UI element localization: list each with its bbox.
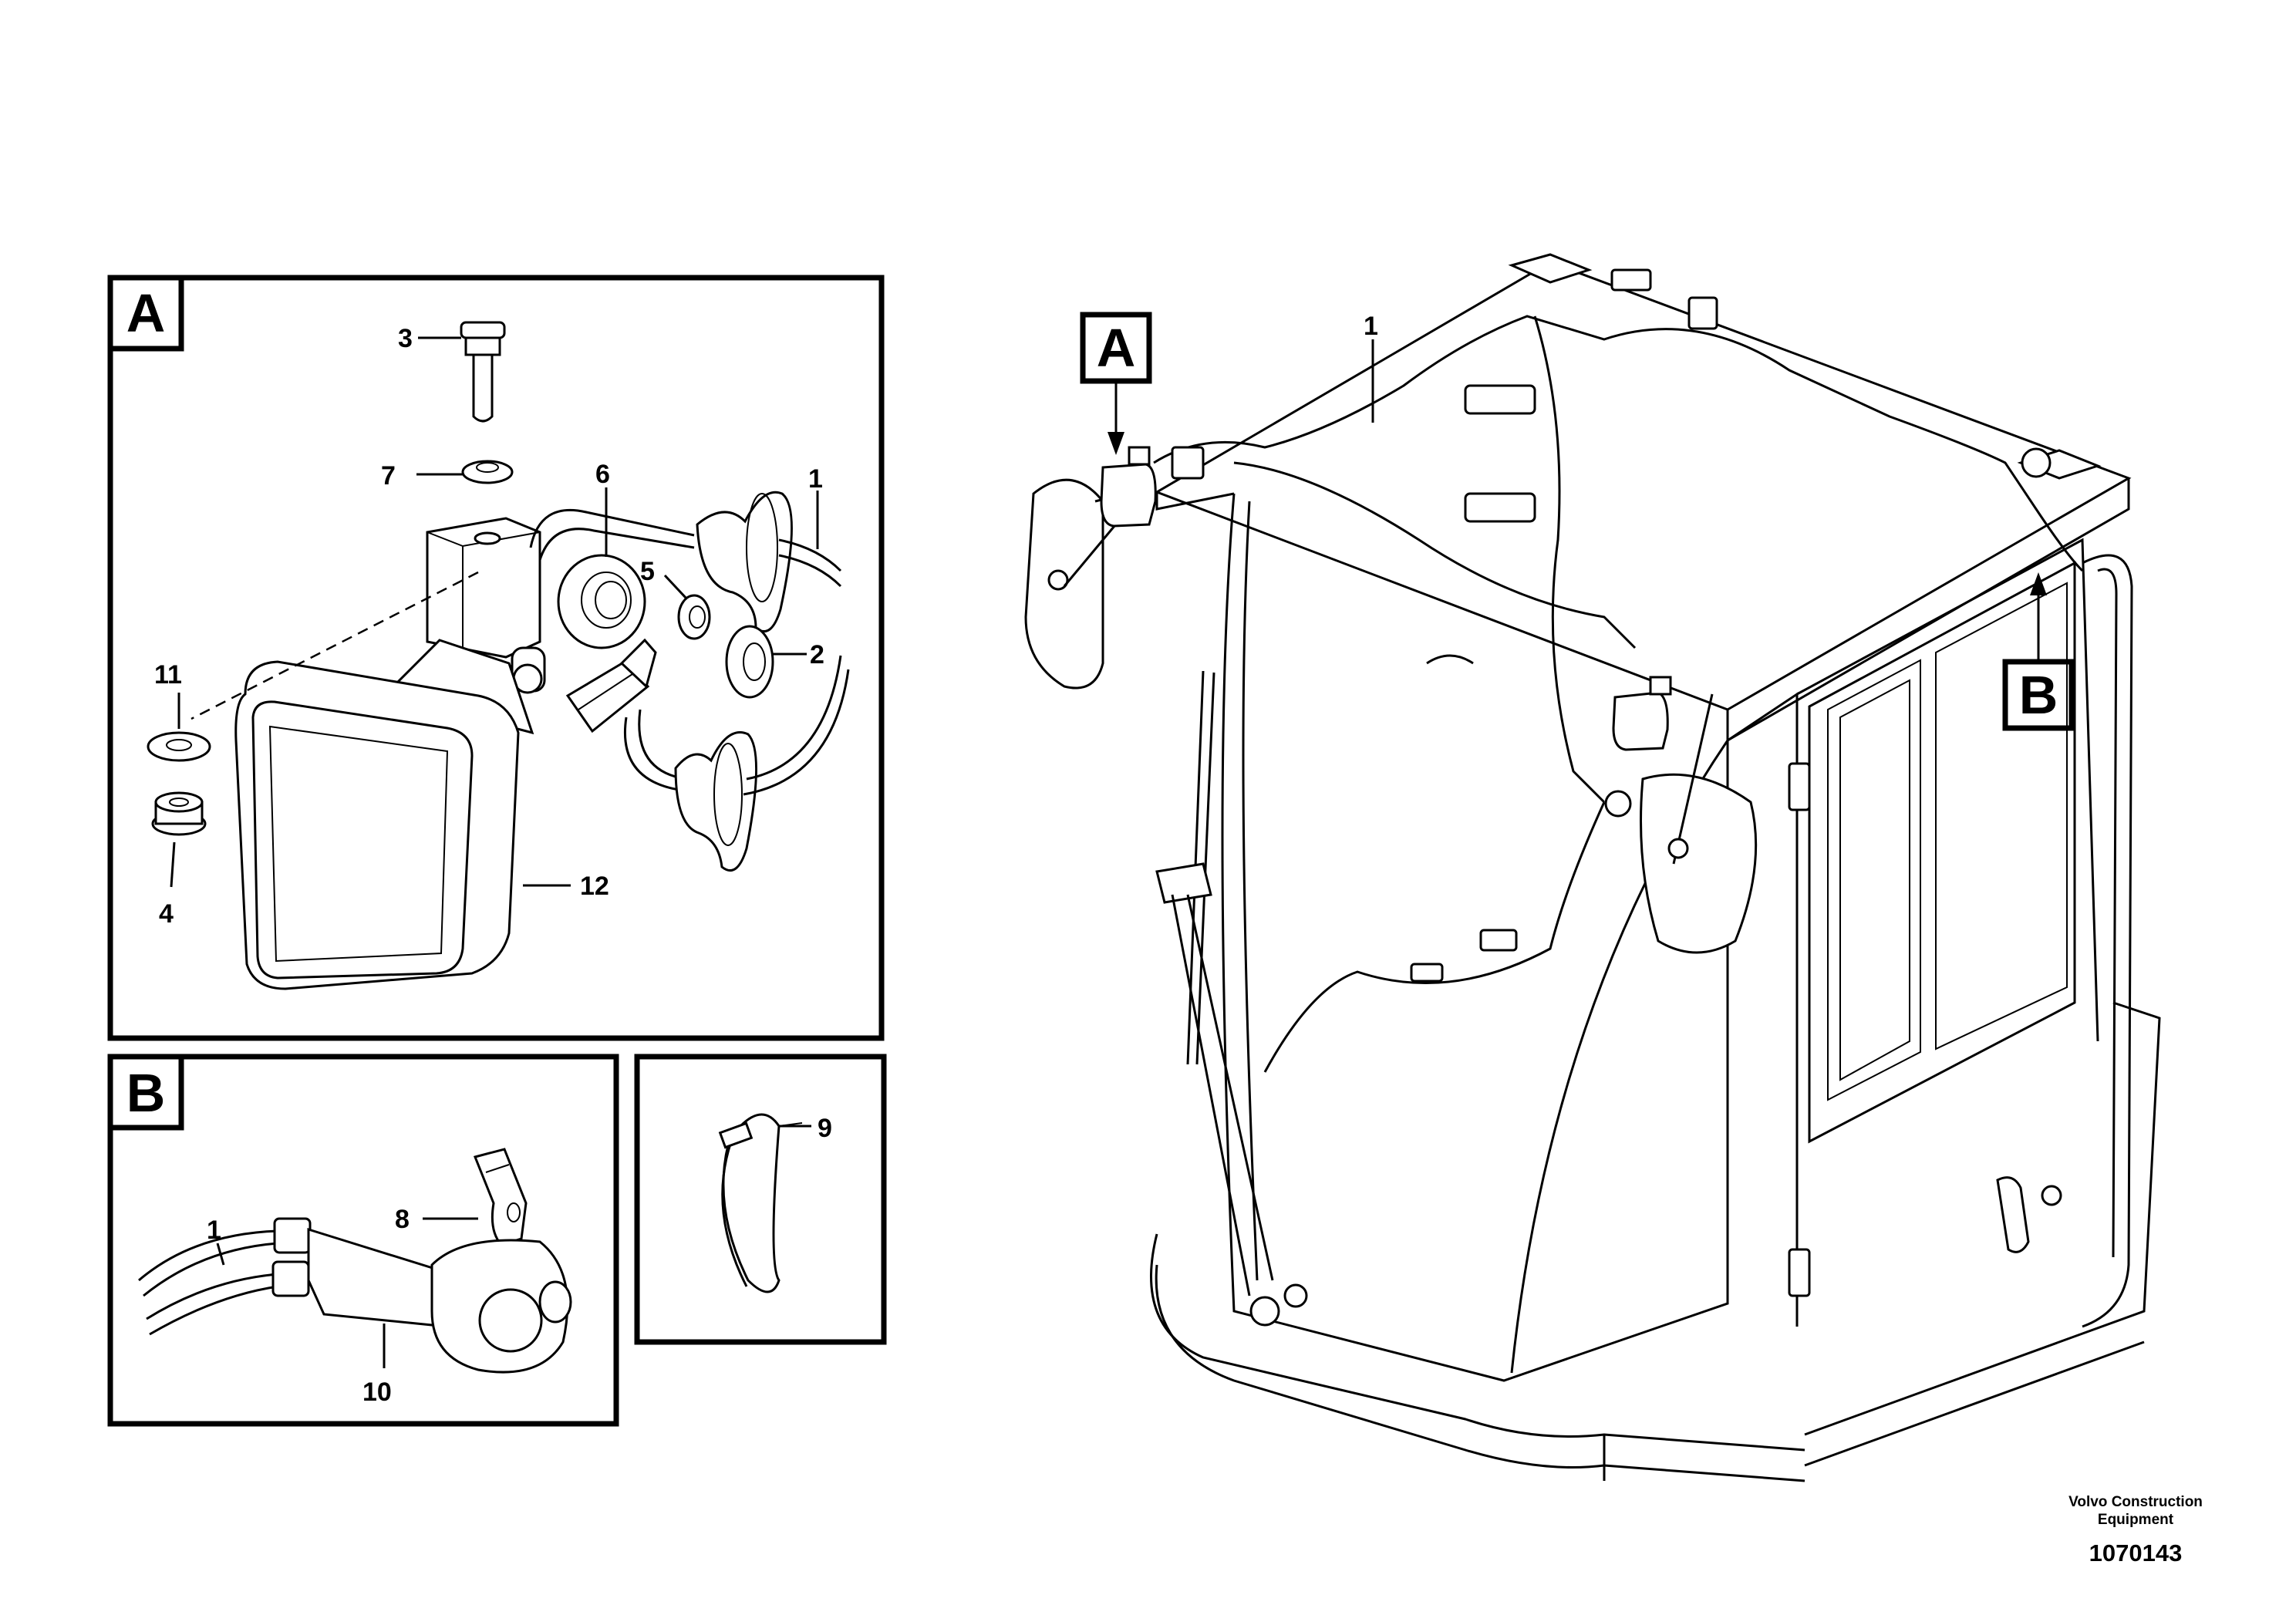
callout-1b: 1 <box>207 1216 221 1245</box>
panel-b-tag: B <box>126 1063 166 1123</box>
callout-10: 10 <box>362 1378 392 1407</box>
windshield <box>1221 493 1729 1382</box>
detail-panel-c: 9 <box>634 1054 887 1345</box>
grommet-ring <box>557 554 646 649</box>
callout-overview-1: 1 <box>1364 312 1378 341</box>
panel-c-frame <box>634 1054 887 1345</box>
callout-12: 12 <box>580 872 609 901</box>
work-lamp <box>234 639 534 990</box>
panel-b-frame <box>107 1054 619 1427</box>
cab-overview: 1 A B <box>1024 253 2161 1482</box>
publisher-credit: Volvo Construction Equipment 1070143 <box>2035 1493 2236 1567</box>
callout-3: 3 <box>398 324 413 353</box>
left-work-lamp <box>1100 446 1157 528</box>
detail-panel-b: B 8 1 10 <box>107 1054 619 1427</box>
view-a-arrow <box>1108 432 1124 455</box>
door-switch <box>271 1217 572 1374</box>
publisher-line-1: Volvo Construction <box>2068 1494 2203 1510</box>
retaining-clip <box>473 1148 528 1246</box>
drawing-number: 1070143 <box>2089 1539 2183 1566</box>
panel-a-tag: A <box>126 283 166 343</box>
wiper-assembly <box>1155 670 1308 1327</box>
cab-base <box>1150 1233 1805 1452</box>
view-b-tag: B <box>2019 665 2058 725</box>
wiring-harness <box>1153 296 2084 1073</box>
door-window <box>1827 659 1921 1101</box>
view-b-arrow <box>2030 572 2047 595</box>
callout-9: 9 <box>818 1114 832 1143</box>
cab-door <box>1808 561 2076 1144</box>
panel-b-tag-box <box>107 1054 184 1131</box>
mounting-bracket <box>426 517 546 694</box>
publisher-line-2: Equipment <box>2097 1512 2174 1528</box>
panel-a-tag-box <box>107 275 184 352</box>
grab-handle <box>2082 554 2133 1328</box>
upper-grommet <box>696 491 842 632</box>
small-grommet <box>677 594 711 640</box>
lamp-connector <box>565 638 657 733</box>
callout-7: 7 <box>381 461 396 491</box>
callout-1a: 1 <box>808 464 823 494</box>
grommet-part <box>725 625 774 699</box>
detail-panel-a: A 3 7 12 <box>107 275 885 1041</box>
callout-8: 8 <box>395 1205 410 1234</box>
flat-washer <box>147 731 211 762</box>
callout-6: 6 <box>595 460 610 489</box>
bolt-part <box>460 321 506 423</box>
panel-a-frame <box>107 275 885 1041</box>
lower-grommet <box>674 731 758 872</box>
cable-tie <box>718 1113 803 1293</box>
cab-roof <box>1154 261 2132 711</box>
flange-nut <box>151 791 207 836</box>
callout-4: 4 <box>159 899 174 929</box>
callout-11: 11 <box>154 660 182 690</box>
right-work-lamp <box>1612 676 1672 751</box>
right-mirror <box>1640 693 1758 954</box>
callout-2: 2 <box>810 640 824 669</box>
door-handle <box>1996 1176 2062 1253</box>
view-a-tag: A <box>1097 318 1136 378</box>
callout-5: 5 <box>640 557 655 586</box>
